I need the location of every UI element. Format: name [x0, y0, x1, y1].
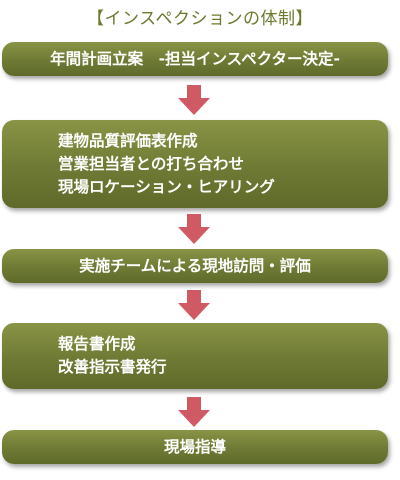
step-line: 建物品質評価表作成 [58, 131, 198, 150]
step-line: 改善指示書発行 [58, 358, 167, 376]
step-line: 現場ロケーション・ヒアリング [58, 177, 275, 196]
step-line: 営業担当者との打ち合わせ [58, 154, 244, 173]
step-line: 報告書作成 [58, 335, 136, 353]
step-annual-plan: 年間計画立案 -担当インスペクター決定- [2, 42, 388, 76]
step-site-guidance: 現場指導 [2, 430, 388, 464]
step-preparation: 建物品質評価表作成 営業担当者との打ち合わせ 現場ロケーション・ヒアリング [2, 120, 388, 208]
step-line: 実施チームによる現地訪問・評価 [79, 256, 311, 275]
diagram-title: 【インスペクションの体制】 [87, 9, 313, 29]
arrow-down-icon [178, 85, 210, 115]
arrow-down-icon [178, 397, 210, 427]
step-line: 年間計画立案 -担当インスペクター決定- [50, 49, 340, 68]
step-report: 報告書作成 改善指示書発行 [2, 323, 388, 389]
step-line: 現場指導 [163, 437, 226, 456]
arrow-down-icon [178, 290, 210, 320]
arrow-down-icon [178, 214, 210, 244]
step-site-visit: 実施チームによる現地訪問・評価 [2, 249, 388, 283]
